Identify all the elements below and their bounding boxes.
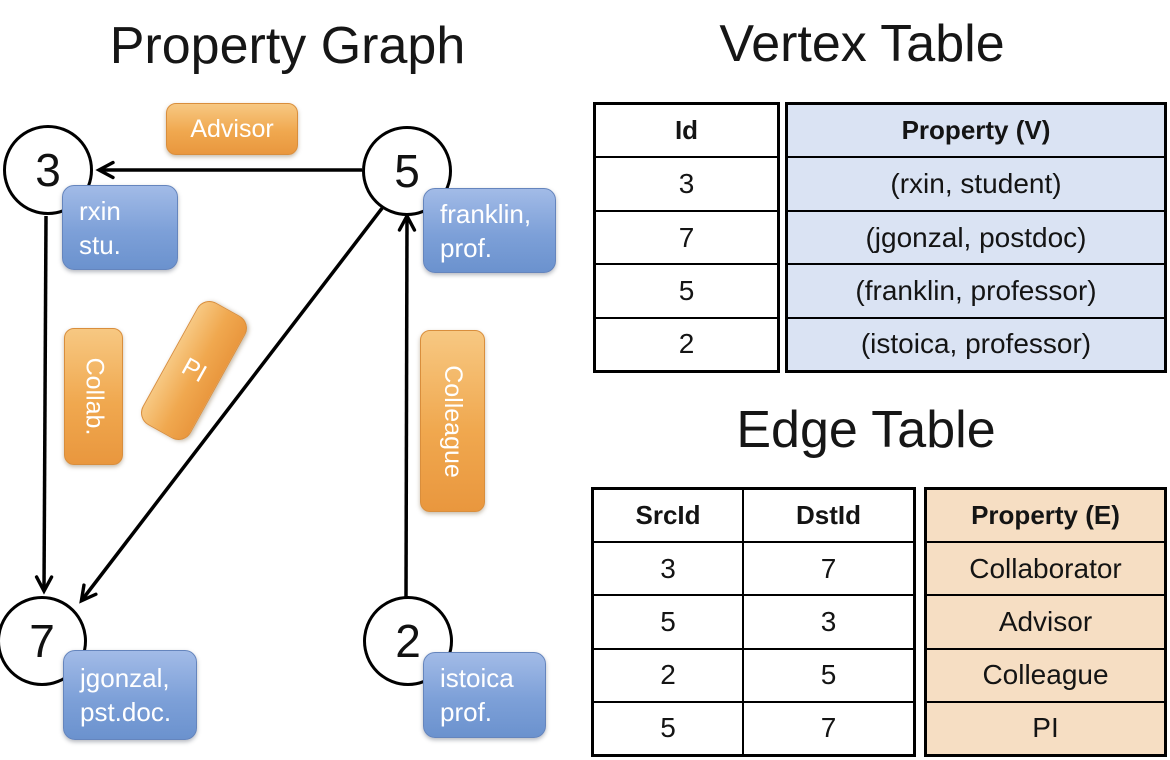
table-cell: (franklin, professor) <box>788 263 1164 316</box>
table-cell: 5 <box>596 263 777 316</box>
table-cell: 7 <box>820 712 837 744</box>
table-cell: 3 <box>596 156 777 209</box>
table-cell: 5 <box>594 702 744 755</box>
edge-arrow-3-to-7 <box>34 215 54 595</box>
vertex-label-istoica: istoica prof. <box>423 652 546 738</box>
edge-label-pi-text: PI <box>177 352 212 389</box>
table-cell: 7 <box>596 209 777 263</box>
edge-table-title: Edge Table <box>736 401 996 459</box>
table-cell: 5 <box>594 596 744 648</box>
edge-arrow-2-to-5 <box>397 212 417 598</box>
edge-table-ids-header-row: SrcId DstId <box>594 490 913 542</box>
vertex-label-jgonzal-line2: pst.doc. <box>80 697 172 727</box>
edge-label-colleague-text: Colleague <box>439 364 467 478</box>
edge-table-property-column: Property (E) Collaborator Advisor Collea… <box>924 487 1167 757</box>
table-cell: Advisor <box>927 594 1164 647</box>
vertex-label-istoica-line2: prof. <box>440 697 493 727</box>
table-cell: 2 <box>596 316 777 370</box>
vertex-label-franklin: franklin, prof. <box>423 188 556 273</box>
vertex-label-franklin-line2: prof. <box>440 232 493 263</box>
edge-label-collab-text: Collab. <box>80 357 109 436</box>
vertex-label-jgonzal: jgonzal, pst.doc. <box>63 650 197 740</box>
table-row: 5 7 <box>594 700 913 755</box>
edge-table-property-header: Property (E) <box>971 500 1120 531</box>
table-cell: (rxin, student) <box>788 156 1164 209</box>
table-cell: 3 <box>594 543 744 595</box>
vertex-label-rxin: rxin stu. <box>62 185 178 270</box>
vertex-table-property-header: Property (V) <box>901 115 1051 146</box>
table-cell: 2 <box>594 649 744 701</box>
table-row: 3 7 <box>594 541 913 595</box>
table-cell: (jgonzal, postdoc) <box>788 209 1164 263</box>
table-row: 2 5 <box>594 647 913 701</box>
table-cell: 3 <box>820 606 837 637</box>
table-cell: 7 <box>820 552 837 584</box>
table-cell: Collaborator <box>927 541 1164 594</box>
table-cell: 5 <box>820 659 837 691</box>
edge-table-ids-columns: SrcId DstId 3 7 5 3 2 5 5 7 <box>591 487 916 757</box>
vertex-table-title: Vertex Table <box>719 15 1005 73</box>
edge-label-colleague: Colleague <box>420 330 485 512</box>
vertex-table-id-column: Id 3 7 5 2 <box>593 102 780 373</box>
table-cell: (istoica, professor) <box>788 316 1164 370</box>
table-row: 5 3 <box>594 594 913 648</box>
vertex-label-istoica-line1: istoica <box>440 663 514 693</box>
vertex-label-jgonzal-line1: jgonzal, <box>80 663 170 693</box>
vertex-label-rxin-line1: rxin <box>79 195 121 226</box>
edge-table-dstid-header: DstId <box>796 500 861 531</box>
vertex-label-franklin-line1: franklin, <box>440 198 532 229</box>
edge-table-srcid-header: SrcId <box>594 490 744 542</box>
graph-edges-canvas <box>34 160 417 604</box>
edge-label-collab: Collab. <box>64 328 123 465</box>
vertex-table-property-column: Property (V) (rxin, student) (jgonzal, p… <box>785 102 1167 373</box>
vertex-label-rxin-line2: stu. <box>79 229 121 260</box>
edge-arrow-5-to-7 <box>79 205 385 604</box>
table-cell: Colleague <box>927 647 1164 701</box>
vertex-table-id-header: Id <box>674 115 699 146</box>
table-cell: PI <box>927 700 1164 754</box>
property-graph-title: Property Graph <box>109 17 466 75</box>
edge-label-advisor: Advisor <box>166 103 298 155</box>
